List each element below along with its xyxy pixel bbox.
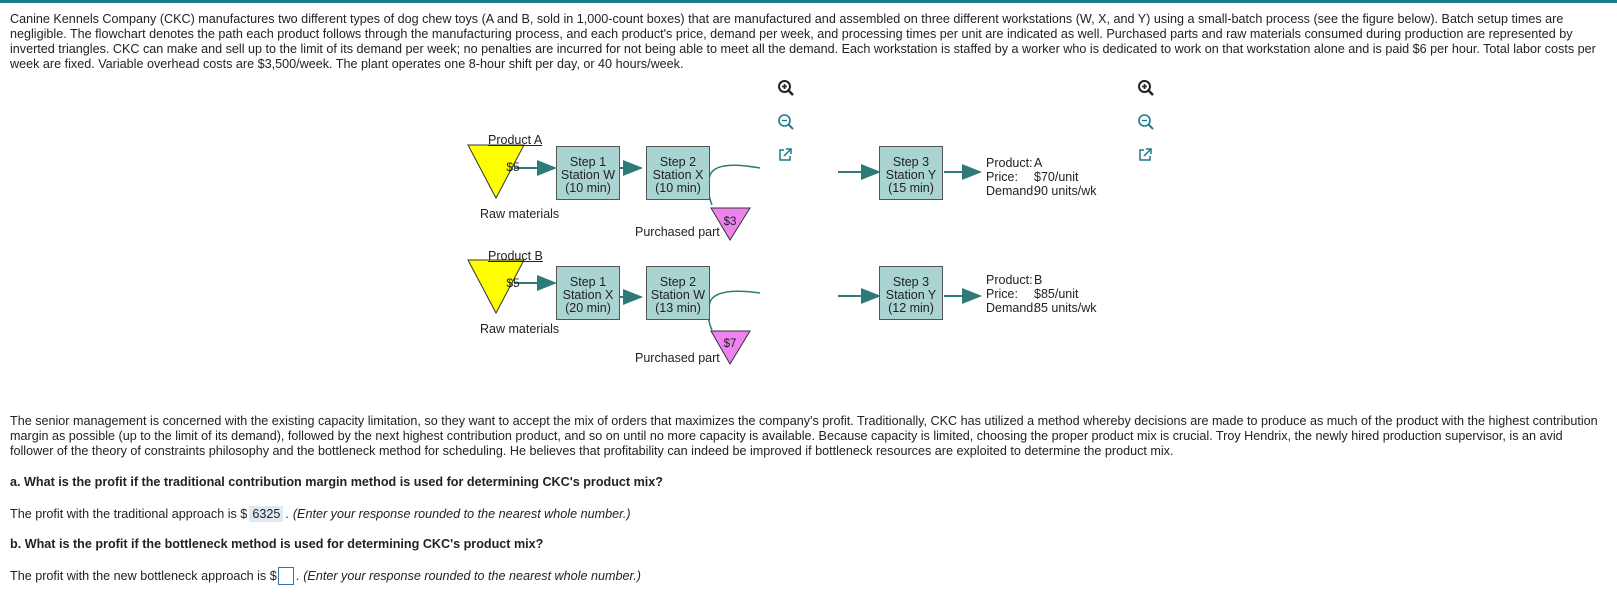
- info-value: A: [1034, 156, 1043, 170]
- info-key: Price:: [986, 287, 1018, 301]
- answer-a-suffix: .: [285, 507, 289, 521]
- purchased-part-triangle-b: [710, 330, 751, 365]
- top-accent-bar: [0, 0, 1617, 3]
- question-a: a. What is the profit if the traditional…: [10, 475, 663, 489]
- info-value: 85 units/wk: [1034, 301, 1097, 315]
- station-label: Station X: [652, 168, 704, 182]
- product-b-raw-price: $5: [506, 276, 520, 290]
- step-label: Step 2: [659, 155, 697, 169]
- info-key: Product:: [986, 156, 1033, 170]
- popout-icon[interactable]: [777, 147, 799, 169]
- time-label: (10 min): [655, 181, 701, 195]
- step-label: Step 3: [892, 155, 930, 169]
- station-label: Station Y: [885, 168, 937, 182]
- step-label: Step 3: [892, 275, 930, 289]
- curve-b-to-step3: [709, 290, 761, 303]
- product-b-step3-box: Step 3 Station Y (12 min): [879, 266, 943, 320]
- answer-b-line: The profit with the new bottleneck appro…: [10, 567, 641, 585]
- zoom-in-icon[interactable]: [777, 79, 799, 101]
- info-value: 90 units/wk: [1034, 184, 1097, 198]
- product-a-raw-label: Raw materials: [480, 207, 560, 221]
- info-value: $70/unit: [1034, 170, 1079, 184]
- product-a-step2-box: Step 2 Station X (10 min): [646, 146, 710, 200]
- popout-icon[interactable]: [1137, 147, 1159, 169]
- product-a-raw-price: $5: [506, 160, 520, 174]
- product-a-title: Product A: [488, 133, 543, 147]
- product-a-info: Product:A Price: $70/unit Demand:90 units…: [986, 156, 1097, 198]
- product-a-purchased-price: $3: [723, 216, 737, 228]
- product-b-info: Product:B Price: $85/unit Demand:85 units…: [986, 273, 1097, 315]
- flowchart-figure: Product A $5 Raw materials Step 1 Statio…: [467, 79, 1159, 365]
- station-label: Station W: [560, 168, 616, 182]
- time-label: (20 min): [565, 301, 611, 315]
- raw-material-triangle-b: [467, 259, 525, 315]
- station-label: Station Y: [885, 288, 937, 302]
- purchased-part-triangle-a: [710, 207, 751, 241]
- step-label: Step 1: [569, 275, 607, 289]
- problem-intro: Canine Kennels Company (CKC) manufacture…: [10, 12, 1596, 71]
- product-b-title: Product B: [488, 249, 543, 263]
- step-label: Step 2: [659, 275, 697, 289]
- answer-b-hint: (Enter your response rounded to the near…: [303, 569, 641, 583]
- product-a-purchased-label: Purchased part: [635, 225, 720, 239]
- info-key: Price:: [986, 170, 1018, 184]
- time-label: (15 min): [888, 181, 934, 195]
- answer-a-hint: (Enter your response rounded to the near…: [292, 507, 631, 521]
- zoom-in-icon[interactable]: [1137, 79, 1159, 101]
- zoom-out-icon[interactable]: [777, 113, 799, 135]
- raw-material-triangle-a: [467, 144, 525, 200]
- info-key: Demand:: [986, 184, 1037, 198]
- time-label: (13 min): [655, 301, 701, 315]
- product-b-purchased-label: Purchased part: [635, 351, 720, 365]
- product-b-raw-label: Raw materials: [480, 322, 560, 336]
- product-b-step1-box: Step 1 Station X (20 min): [556, 266, 620, 320]
- answer-b-suffix: .: [295, 569, 300, 583]
- zoom-out-icon[interactable]: [1137, 113, 1159, 135]
- product-a-step3-box: Step 3 Station Y (15 min): [879, 146, 943, 200]
- answer-a-prefix: The profit with the traditional approach…: [10, 507, 248, 521]
- info-key: Demand:: [986, 301, 1037, 315]
- curve-a-to-step3: [709, 164, 761, 176]
- time-label: (12 min): [888, 301, 934, 315]
- info-key: Product:: [986, 273, 1033, 287]
- body-paragraph: The senior management is concerned with …: [10, 414, 1598, 458]
- product-b-purchased-price: $7: [723, 338, 737, 350]
- step-label: Step 1: [569, 155, 607, 169]
- info-value: $85/unit: [1034, 287, 1079, 301]
- product-a-step1-box: Step 1 Station W (10 min): [556, 146, 620, 200]
- flowchart-graphics: [467, 144, 982, 365]
- answer-a-value[interactable]: 6325: [249, 506, 284, 522]
- question-b: b. What is the profit if the bottleneck …: [10, 537, 544, 551]
- station-label: Station X: [562, 288, 614, 302]
- product-b-step2-box: Step 2 Station W (13 min): [646, 266, 710, 320]
- answer-b-input[interactable]: [277, 567, 294, 585]
- answer-a-line: The profit with the traditional approach…: [10, 506, 631, 522]
- info-value: B: [1034, 273, 1043, 287]
- time-label: (10 min): [565, 181, 611, 195]
- answer-b-prefix: The profit with the new bottleneck appro…: [10, 569, 277, 583]
- station-label: Station W: [650, 288, 706, 302]
